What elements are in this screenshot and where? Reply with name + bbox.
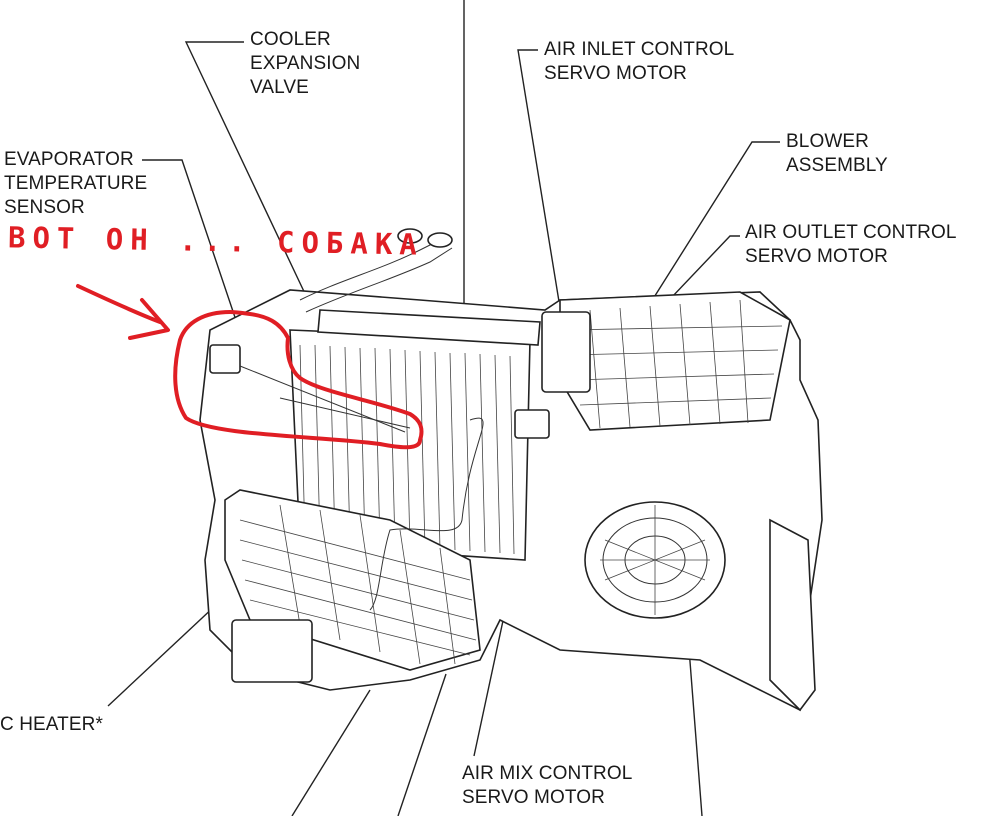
hvac-housing (199, 228, 823, 712)
label-blower-assembly: BLOWER ASSEMBLY (786, 131, 888, 176)
red-annotation-marks (76, 284, 424, 450)
label-air-inlet-control-servo-motor: AIR INLET CONTROL SERVO MOTOR (544, 39, 735, 84)
label-ptc-heater: C HEATER* (0, 714, 103, 735)
label-cooler-expansion-valve: COOLER EXPANSION VALVE (250, 29, 361, 98)
label-air-outlet-control-servo-motor: AIR OUTLET CONTROL SERVO MOTOR (745, 222, 957, 267)
label-evaporator-temperature-sensor: EVAPORATOR TEMPERATURE SENSOR (4, 149, 148, 218)
handwritten-annotation: ВОТ ОН ... СОБАКА (7, 220, 425, 262)
label-air-mix-control-servo-motor: AIR MIX CONTROL SERVO MOTOR (462, 763, 633, 808)
